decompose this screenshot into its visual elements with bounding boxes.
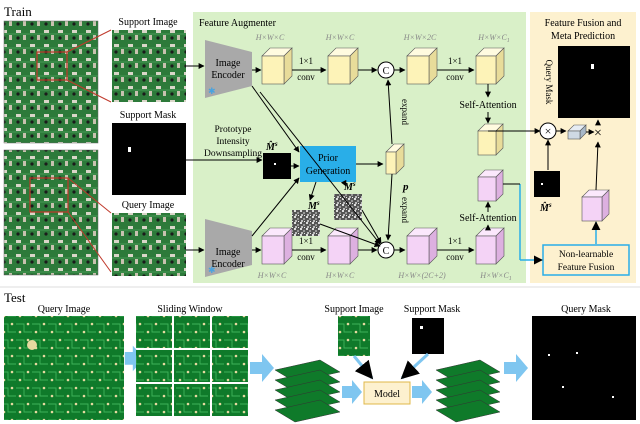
query-image-title: Query Image [122, 200, 175, 211]
conv-bottom-2a: 1×1 [448, 236, 462, 246]
conv-top-2a: 1×1 [448, 56, 462, 66]
dim-bottom-2: H×W×C [325, 271, 355, 280]
dim-bottom-3: H×W×(2C+2) [397, 271, 446, 280]
prior-label-1: Prior [318, 153, 339, 164]
cube-top-1 [261, 47, 293, 85]
arrow-to-query-mask [504, 354, 528, 382]
cube-bottom-3 [406, 227, 438, 265]
fusion-query-mask-small [534, 171, 560, 197]
train-query-mask [558, 46, 630, 118]
nonlearn-label-1: Non-learnable [559, 250, 613, 260]
dim-top-4: H×W×C1 [477, 33, 510, 44]
non-learnable-fusion-box [542, 244, 630, 276]
test-support-mask [412, 318, 444, 354]
proto-label-1: Prototype [215, 125, 252, 135]
encoder-top-label2: Encoder [211, 70, 245, 81]
conv-top-1b: conv [297, 72, 315, 82]
test-model-label: Model [374, 389, 400, 400]
downsampled-mask [263, 153, 291, 179]
support-mask-title: Support Mask [120, 110, 176, 121]
query-crop-box [29, 177, 69, 213]
support-image-title: Support Image [118, 17, 178, 28]
proto-label-3: Downsampling [204, 149, 262, 159]
patch-stack-right [435, 359, 501, 423]
conv-bottom-1a: 1×1 [299, 236, 313, 246]
frozen-icon-top: ✱ [208, 86, 216, 96]
cube-bottom-1 [261, 227, 293, 265]
encoder-top [205, 40, 252, 98]
query-image [112, 213, 186, 276]
test-query-image [4, 316, 124, 420]
dim-bottom-1: H×W×C [257, 271, 287, 280]
arrow-from-model [412, 380, 432, 404]
cube-top-4 [475, 47, 505, 85]
prior-label-2: Generation [306, 166, 350, 177]
support-pcb-photo [4, 21, 98, 143]
prior-map-support [292, 210, 320, 236]
expand-bottom: expand [400, 197, 410, 223]
self-attention-top: Self-Attention [459, 100, 516, 111]
test-model-box [363, 381, 411, 405]
encoder-bottom-label1: Image [216, 247, 242, 258]
proto-label-2: Intensity [216, 137, 249, 147]
dim-top-1: H×W×C [255, 33, 285, 42]
fusion-cube [581, 189, 610, 222]
test-query-mask [532, 316, 636, 420]
cosine-op: × [594, 126, 602, 141]
cube-top-2 [327, 47, 359, 85]
conv-bottom-2b: conv [446, 252, 464, 262]
cube-bottom-5 [477, 169, 504, 202]
self-attention-bottom: Self-Attention [459, 213, 516, 224]
support-image [112, 30, 186, 102]
arrow-to-stack [250, 354, 274, 382]
mhat-s-label: M̂s [265, 140, 278, 153]
support-mask [112, 123, 186, 195]
cube-bottom-4 [475, 227, 505, 265]
test-query-mask-title: Query Mask [561, 304, 611, 315]
multiply-symbol: × [545, 124, 552, 138]
prototype-p [385, 143, 405, 175]
fusion-mhat-label: M̂s [539, 201, 552, 214]
encoder-bottom-label2: Encoder [211, 259, 245, 270]
dim-top-3: H×W×2C [403, 33, 437, 42]
fusion-title-line1: Feature Fusion and [545, 18, 622, 29]
fusion-title-line2: Meta Prediction [551, 31, 615, 42]
sliding-window-grid [136, 316, 248, 416]
concat-top-symbol: C [383, 66, 390, 77]
query-mask-vertical-label: Query Mask [544, 60, 554, 105]
encoder-top-label1: Image [216, 58, 242, 69]
test-support-image [338, 316, 370, 356]
sliding-window-title: Sliding Window [157, 304, 223, 315]
p-label: p [402, 181, 409, 193]
test-support-image-title: Support Image [324, 304, 384, 315]
dim-bottom-4: H×W×C1 [479, 271, 512, 282]
arrow-to-model [342, 380, 362, 404]
test-query-image-title: Query Image [38, 304, 91, 315]
encoder-bottom [205, 219, 252, 277]
test-label: Test [4, 290, 26, 305]
prior-generation-box [300, 146, 356, 182]
patch-stack-left [274, 359, 341, 423]
ms-label: Ms [307, 199, 320, 212]
concat-bottom-symbol: C [383, 246, 390, 257]
conv-top-2b: conv [446, 72, 464, 82]
frozen-icon-bottom: ✱ [208, 265, 216, 275]
cube-bottom-2 [327, 227, 359, 265]
test-support-mask-title: Support Mask [404, 304, 460, 315]
conv-bottom-1b: conv [297, 252, 315, 262]
dim-top-2: H×W×C [325, 33, 355, 42]
cube-top-3 [406, 47, 438, 85]
expand-top: expand [400, 99, 410, 125]
cube-top-5 [477, 123, 504, 156]
conv-top-1a: 1×1 [299, 56, 313, 66]
nonlearn-label-2: Feature Fusion [558, 263, 615, 273]
feature-augmenter-title: Feature Augmenter [199, 18, 277, 29]
msh-label: Ms [343, 180, 356, 193]
train-label: Train [4, 4, 32, 19]
support-crop-box [36, 51, 68, 81]
fused-feature [567, 124, 587, 140]
